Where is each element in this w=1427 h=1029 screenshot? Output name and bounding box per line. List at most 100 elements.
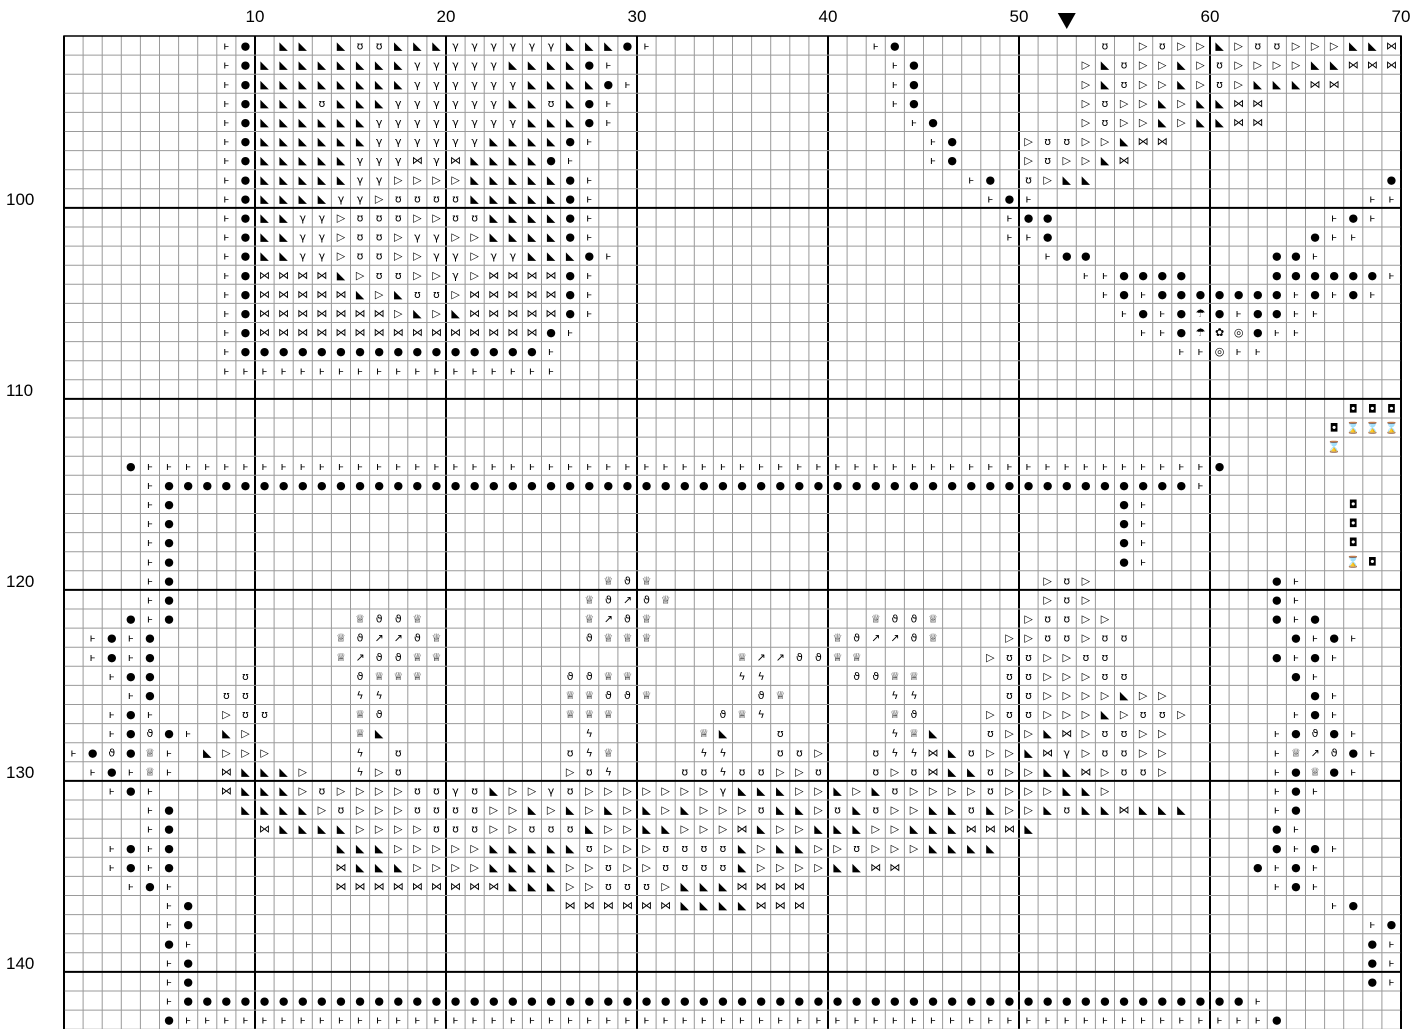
loop-symbol: ʊ xyxy=(1159,40,1166,53)
dark-blob-symbol: ● xyxy=(1062,250,1072,263)
triangle-symbol: ▷ xyxy=(1043,670,1052,683)
stem-symbol: ⱶ xyxy=(1102,460,1108,473)
check-symbol: ◣ xyxy=(528,211,537,224)
circle-arrow-symbol: ϑ xyxy=(376,651,383,664)
triangle-symbol: ▷ xyxy=(1101,784,1110,797)
stem-symbol: ⱶ xyxy=(1159,326,1165,339)
triangle-symbol: ▷ xyxy=(833,842,842,855)
cup-symbol: ◘ xyxy=(1330,422,1339,435)
stem-symbol: ⱶ xyxy=(242,364,248,377)
check-symbol: ◣ xyxy=(528,880,537,893)
dark-blob-symbol: ● xyxy=(1177,307,1187,320)
check-symbol: ◣ xyxy=(719,727,728,740)
dark-blob-symbol: ● xyxy=(1138,307,1148,320)
stem-symbol: ⱶ xyxy=(949,1014,955,1027)
loop-symbol: ʊ xyxy=(433,804,440,817)
dark-blob-symbol: ● xyxy=(1291,269,1301,282)
stem-symbol: ⱶ xyxy=(1350,727,1356,740)
stem-symbol: ⱶ xyxy=(1331,689,1337,702)
triangle-symbol: ▷ xyxy=(1043,689,1052,702)
arrow-symbol: ↗ xyxy=(375,632,384,645)
stem-symbol: ⱶ xyxy=(701,460,707,473)
crown-symbol: ♕ xyxy=(565,708,575,721)
circle-arrow-symbol: ϑ xyxy=(586,670,593,683)
dark-blob-symbol: ● xyxy=(1348,746,1358,759)
crown-symbol: ♕ xyxy=(623,632,633,645)
stem-symbol: ⱶ xyxy=(758,460,764,473)
triangle-symbol: ▷ xyxy=(222,746,231,759)
dark-blob-symbol: ● xyxy=(565,995,575,1008)
dark-blob-symbol: ● xyxy=(909,59,919,72)
stem-symbol: ⱶ xyxy=(1121,1014,1127,1027)
stem-symbol: ⱶ xyxy=(643,1014,649,1027)
dark-blob-symbol: ● xyxy=(1310,231,1320,244)
bow-symbol: ⋈ xyxy=(316,288,327,301)
dark-blob-symbol: ● xyxy=(699,995,709,1008)
dark-blob-symbol: ● xyxy=(164,613,174,626)
stem-symbol: ⱶ xyxy=(223,40,229,53)
stem-symbol: ⱶ xyxy=(376,364,382,377)
stem-symbol: ⱶ xyxy=(338,1014,344,1027)
triangle-symbol: ▷ xyxy=(891,842,900,855)
stem-symbol: ⱶ xyxy=(873,460,879,473)
loop-symbol: ʊ xyxy=(471,823,478,836)
cup-symbol: ◘ xyxy=(1349,517,1358,530)
dark-blob-symbol: ● xyxy=(202,995,212,1008)
check-symbol: ◣ xyxy=(299,135,308,148)
triangle-symbol: ▷ xyxy=(1101,689,1110,702)
triangle-symbol: ▷ xyxy=(872,842,881,855)
triangle-symbol: ▷ xyxy=(1101,135,1110,148)
stem-symbol: ⱶ xyxy=(1102,1014,1108,1027)
triangle-symbol: ▷ xyxy=(375,192,384,205)
dark-blob-symbol: ● xyxy=(279,995,289,1008)
dark-blob-symbol: ● xyxy=(833,479,843,492)
check-symbol: ◣ xyxy=(757,823,766,836)
circle-arrow-symbol: ϑ xyxy=(891,613,898,626)
dark-blob-symbol: ● xyxy=(145,689,155,702)
loop-symbol: ʊ xyxy=(987,784,994,797)
dark-blob-symbol: ● xyxy=(1005,479,1015,492)
dark-blob-symbol: ● xyxy=(183,479,193,492)
loop-symbol: ʊ xyxy=(662,861,669,874)
dark-blob-symbol: ● xyxy=(642,479,652,492)
triangle-symbol: ▷ xyxy=(509,804,518,817)
check-symbol: ◣ xyxy=(528,861,537,874)
dark-blob-symbol: ● xyxy=(584,97,594,110)
check-symbol: ◣ xyxy=(260,116,269,129)
check-symbol: ◣ xyxy=(1082,804,1091,817)
gamma-symbol: γ xyxy=(433,59,440,72)
circle-arrow-symbol: ϑ xyxy=(376,708,383,721)
loop-symbol: ʊ xyxy=(548,823,555,836)
crown-symbol: ♕ xyxy=(603,670,613,683)
dark-blob-symbol: ● xyxy=(164,804,174,817)
stem-symbol: ⱶ xyxy=(567,154,573,167)
bow-symbol: ⋈ xyxy=(278,307,289,320)
check-symbol: ◣ xyxy=(566,116,575,129)
circle-arrow-symbol: ϑ xyxy=(414,632,421,645)
loop-symbol: ʊ xyxy=(395,192,402,205)
loop-symbol: ʊ xyxy=(414,784,421,797)
dark-blob-symbol: ● xyxy=(241,154,251,167)
bow-symbol: ⋈ xyxy=(641,899,652,912)
triangle-symbol: ▷ xyxy=(757,861,766,874)
triangle-symbol: ▷ xyxy=(394,173,403,186)
triangle-symbol: ▷ xyxy=(1234,78,1243,91)
stem-symbol: ⱶ xyxy=(147,460,153,473)
triangle-symbol: ▷ xyxy=(1101,765,1110,778)
check-symbol: ◣ xyxy=(700,880,709,893)
triangle-symbol: ▷ xyxy=(356,784,365,797)
bow-symbol: ⋈ xyxy=(756,880,767,893)
stem-symbol: ⱶ xyxy=(90,765,96,778)
stem-symbol: ⱶ xyxy=(548,345,554,358)
stem-symbol: ⱶ xyxy=(109,842,115,855)
bow-symbol: ⋈ xyxy=(431,880,442,893)
loop-symbol: ʊ xyxy=(1025,651,1032,664)
dark-blob-symbol: ● xyxy=(1100,995,1110,1008)
triangle-symbol: ▷ xyxy=(1139,78,1148,91)
stem-symbol: ⱶ xyxy=(1197,479,1203,492)
gamma-symbol: γ xyxy=(471,97,478,110)
triangle-symbol: ▷ xyxy=(795,823,804,836)
dark-blob-symbol: ● xyxy=(909,78,919,91)
check-symbol: ◣ xyxy=(299,78,308,91)
stem-symbol: ⱶ xyxy=(1045,250,1051,263)
